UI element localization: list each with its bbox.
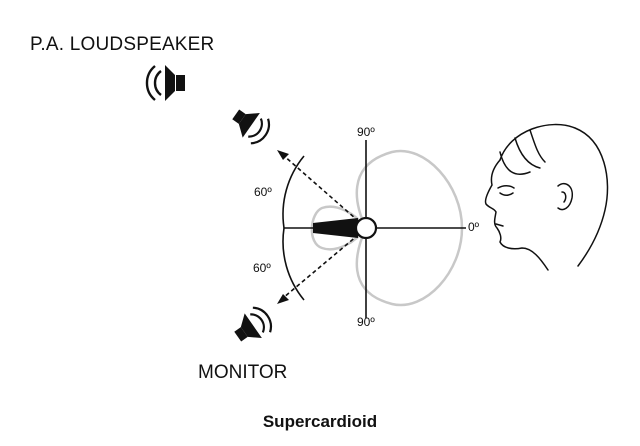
speaker-icon	[232, 109, 270, 145]
angle-arc-lower	[282, 227, 305, 301]
angle-label-lower-side: 60º	[253, 261, 271, 275]
direction-arrow-lower	[282, 229, 365, 299]
speaker-icon	[234, 306, 272, 342]
speaker-icon	[145, 65, 185, 101]
arrowhead-upper	[277, 150, 289, 160]
direction-arrow-upper	[282, 154, 365, 227]
microphone-icon	[313, 216, 378, 240]
angle-label-top: 90º	[357, 125, 375, 139]
diagram-caption: Supercardioid	[262, 412, 378, 431]
arrowhead-lower	[277, 294, 289, 304]
angle-arc-upper	[282, 155, 305, 229]
angle-label-upper-side: 60º	[254, 185, 272, 199]
head-profile-icon	[484, 123, 609, 271]
angle-label-front: 0º	[468, 220, 480, 234]
angle-label-bottom: 90º	[357, 315, 375, 329]
monitor-label: MONITOR	[198, 362, 288, 383]
pa-loudspeaker-label: P.A. LOUDSPEAKER	[30, 34, 215, 55]
